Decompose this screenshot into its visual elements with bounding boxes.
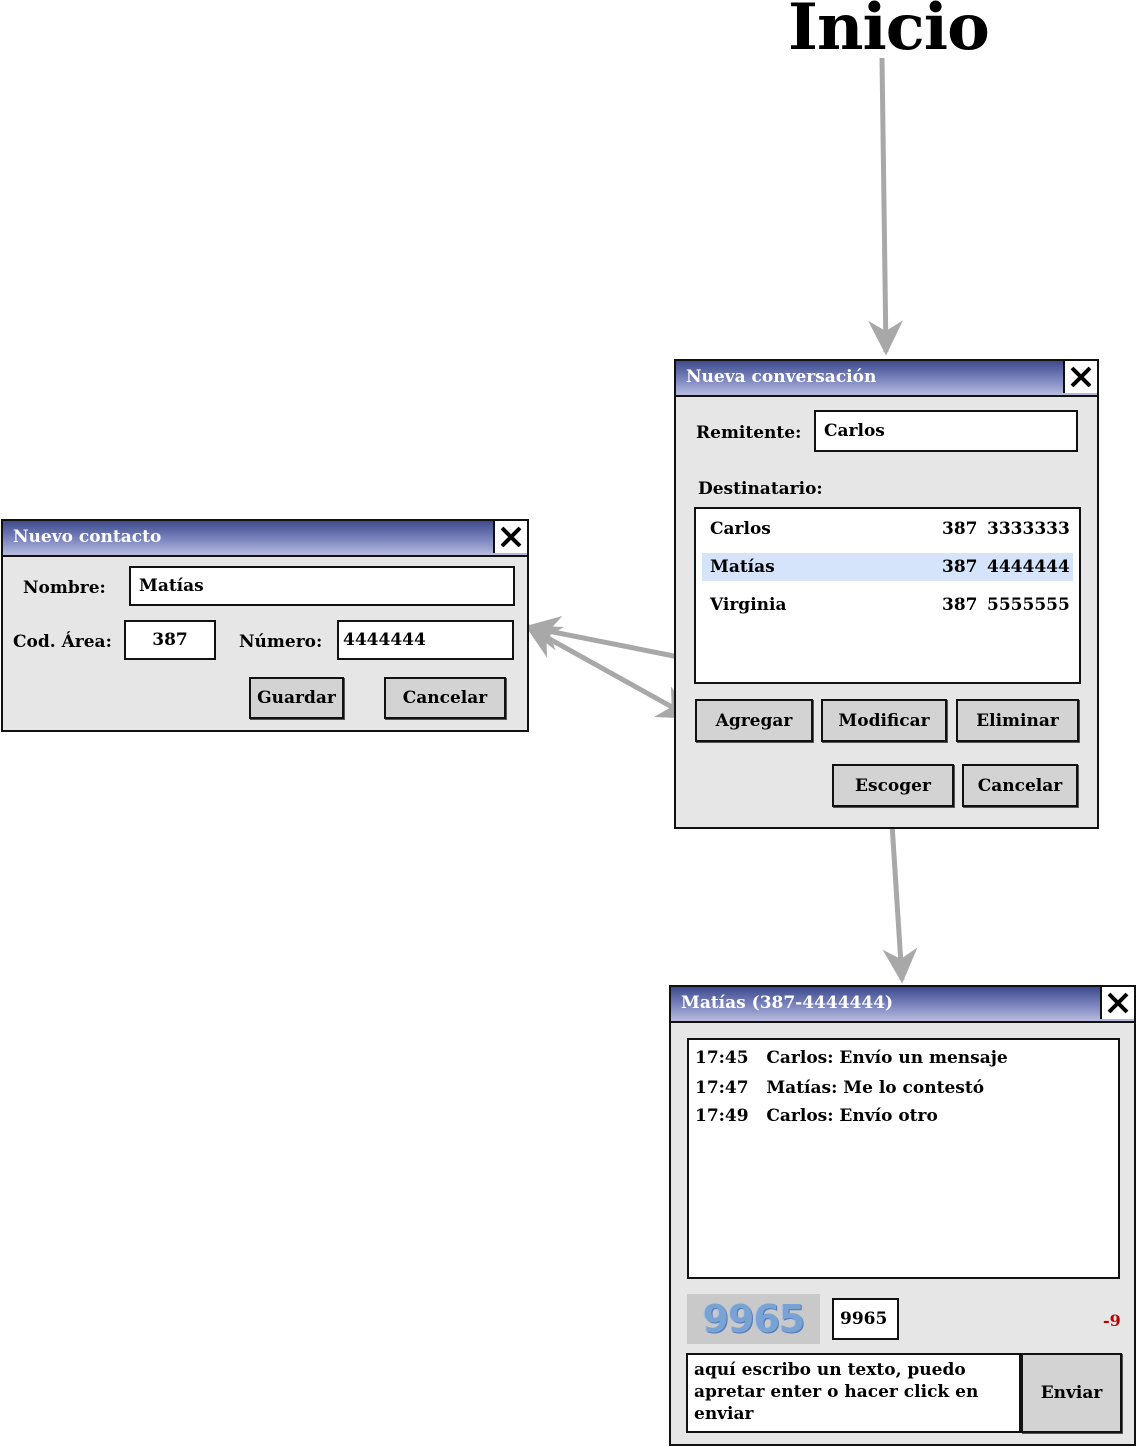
area-code-label: Cod. Área: [13, 632, 112, 652]
close-icon [1070, 366, 1092, 388]
start-label: Inicio [788, 0, 990, 65]
sender-field[interactable]: Carlos [814, 410, 1078, 452]
delete-contact-button[interactable]: Eliminar [956, 699, 1079, 742]
title-bar[interactable]: Nueva conversación [676, 361, 1097, 397]
chat-window: Matías (387-4444444) 17:45 Carlos: Envío… [669, 985, 1136, 1446]
message-text: Matías: Me lo contestó [766, 1078, 985, 1098]
dialog-title: Nuevo contacto [13, 527, 162, 547]
choose-button[interactable]: Escoger [832, 764, 954, 807]
title-bar[interactable]: Nuevo contacto [3, 521, 527, 557]
number-label: Número: [239, 632, 323, 652]
arrow-start-to-conversation [868, 57, 904, 356]
contact-area: 387 [942, 595, 978, 615]
send-button[interactable]: Enviar [1021, 1353, 1122, 1433]
contact-name: Carlos [710, 519, 771, 539]
contact-list[interactable]: Carlos 387 3333333 Matías 387 4444444 Vi… [694, 507, 1081, 684]
message-text: Carlos: Envío otro [766, 1106, 938, 1126]
arrow-choose-to-chat [882, 807, 918, 984]
message-input[interactable]: aquí escribo un texto, puedo apretar ent… [686, 1353, 1021, 1433]
close-icon [1107, 992, 1129, 1014]
cancel-button[interactable]: Cancelar [962, 764, 1078, 807]
captcha-image: 9965 [687, 1294, 820, 1344]
message-line: 17:47 Matías: Me lo contestó [695, 1078, 984, 1098]
title-bar[interactable]: Matías (387-4444444) [671, 987, 1134, 1023]
cancel-button[interactable]: Cancelar [384, 677, 506, 719]
name-label: Nombre: [23, 578, 106, 598]
name-field[interactable]: Matías [129, 566, 515, 606]
close-button[interactable] [1100, 987, 1134, 1019]
number-field[interactable]: 4444444 [337, 620, 514, 660]
message-text: Carlos: Envío un mensaje [766, 1048, 1008, 1068]
recipient-label: Destinatario: [698, 479, 823, 499]
save-button[interactable]: Guardar [249, 677, 344, 719]
area-code-field[interactable]: 387 [124, 620, 216, 660]
contact-area: 387 [942, 519, 978, 539]
captcha-field[interactable]: 9965 [832, 1298, 899, 1340]
contact-area: 387 [942, 557, 978, 577]
message-time: 17:45 [695, 1048, 749, 1068]
contact-number: 5555555 [987, 595, 1070, 615]
close-icon [500, 526, 522, 548]
modify-contact-button[interactable]: Modificar [821, 699, 947, 742]
message-time: 17:49 [695, 1106, 749, 1126]
dialog-title: Nueva conversación [686, 367, 877, 387]
contact-row-selected[interactable]: Matías 387 4444444 [702, 553, 1073, 581]
close-button[interactable] [1063, 361, 1097, 393]
sender-label: Remitente: [696, 423, 802, 443]
chat-title: Matías (387-4444444) [681, 993, 894, 1013]
contact-row[interactable]: Carlos 387 3333333 [702, 515, 1073, 543]
contact-number: 4444444 [987, 557, 1070, 577]
contact-row[interactable]: Virginia 387 5555555 [702, 591, 1073, 619]
new-contact-dialog: Nuevo contacto Nombre: Matías Cod. Área:… [1, 519, 529, 732]
close-button[interactable] [493, 521, 527, 553]
contact-number: 3333333 [987, 519, 1070, 539]
contact-name: Matías [710, 557, 775, 577]
message-line: 17:45 Carlos: Envío un mensaje [695, 1048, 1008, 1068]
message-line: 17:49 Carlos: Envío otro [695, 1106, 938, 1126]
message-time: 17:47 [695, 1078, 749, 1098]
arrow-contact-add [524, 624, 694, 720]
contact-name: Virginia [710, 595, 787, 615]
new-conversation-dialog: Nueva conversación Remitente: Carlos Des… [674, 359, 1099, 829]
add-contact-button[interactable]: Agregar [695, 699, 813, 742]
message-history[interactable]: 17:45 Carlos: Envío un mensaje 17:47 Mat… [687, 1038, 1120, 1279]
character-counter: -9 [1103, 1311, 1121, 1330]
